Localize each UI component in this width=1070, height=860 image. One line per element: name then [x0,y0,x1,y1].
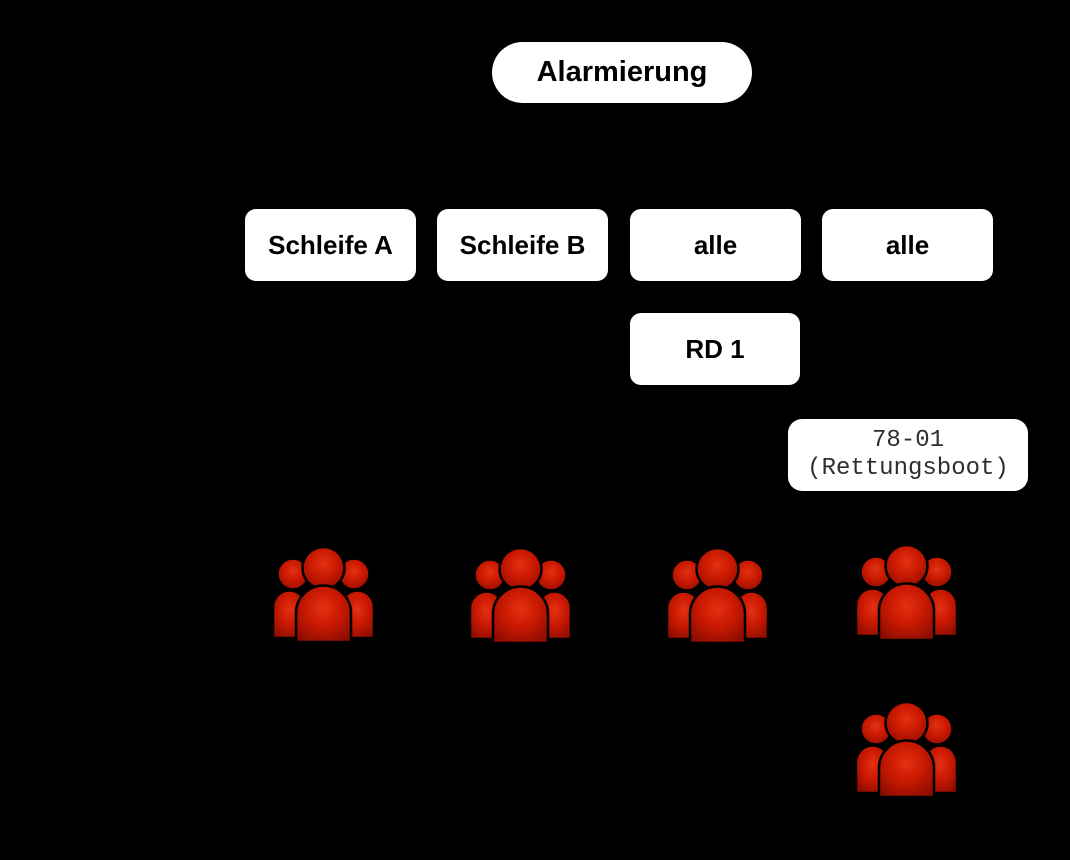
node-alle-1: alle [630,209,801,281]
people-group-icon [660,542,775,644]
people-group-icon [266,541,381,643]
node-rd1: RD 1 [630,313,800,385]
people-group-icon [463,542,578,644]
people-group-icon [849,539,964,641]
node-rettungsboot: 78-01 (Rettungsboot) [788,419,1028,491]
node-alle-2: alle [822,209,993,281]
people-group-icon [849,696,964,798]
node-alarmierung: Alarmierung [492,42,752,103]
node-schleife-a: Schleife A [245,209,416,281]
rettungsboot-line-2: (Rettungsboot) [807,455,1009,482]
rettungsboot-line-1: 78-01 [871,427,944,455]
node-schleife-b: Schleife B [437,209,608,281]
